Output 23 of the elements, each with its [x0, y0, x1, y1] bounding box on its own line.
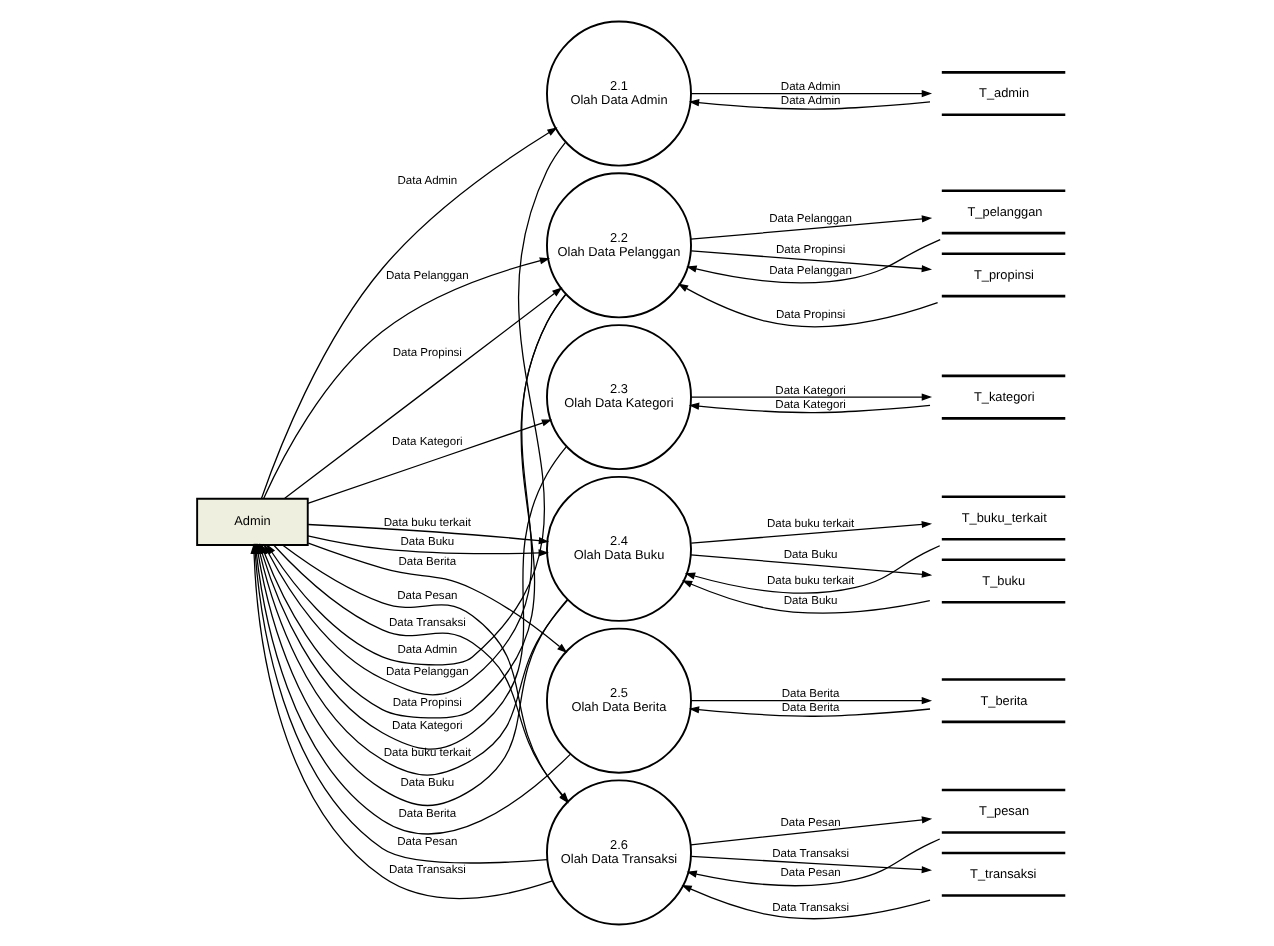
arrow [284, 287, 563, 499]
arrow [260, 127, 558, 500]
arrow [307, 419, 553, 504]
arrow [690, 215, 933, 240]
arrow [690, 250, 932, 273]
arrow [688, 402, 931, 414]
arrow [690, 855, 933, 874]
arrow [690, 520, 932, 544]
arrow [690, 554, 933, 578]
arrow [263, 257, 551, 500]
arrow [690, 697, 933, 705]
arrow [686, 238, 941, 284]
arrow [690, 90, 933, 98]
arrow [307, 542, 568, 654]
arrow [681, 580, 931, 614]
arrow [684, 545, 941, 594]
arrow [688, 99, 931, 110]
arrow [688, 706, 931, 717]
arrow [690, 816, 933, 846]
arrow [686, 838, 941, 887]
arrow [681, 884, 931, 920]
arrow [690, 393, 933, 401]
arrow [677, 283, 939, 328]
